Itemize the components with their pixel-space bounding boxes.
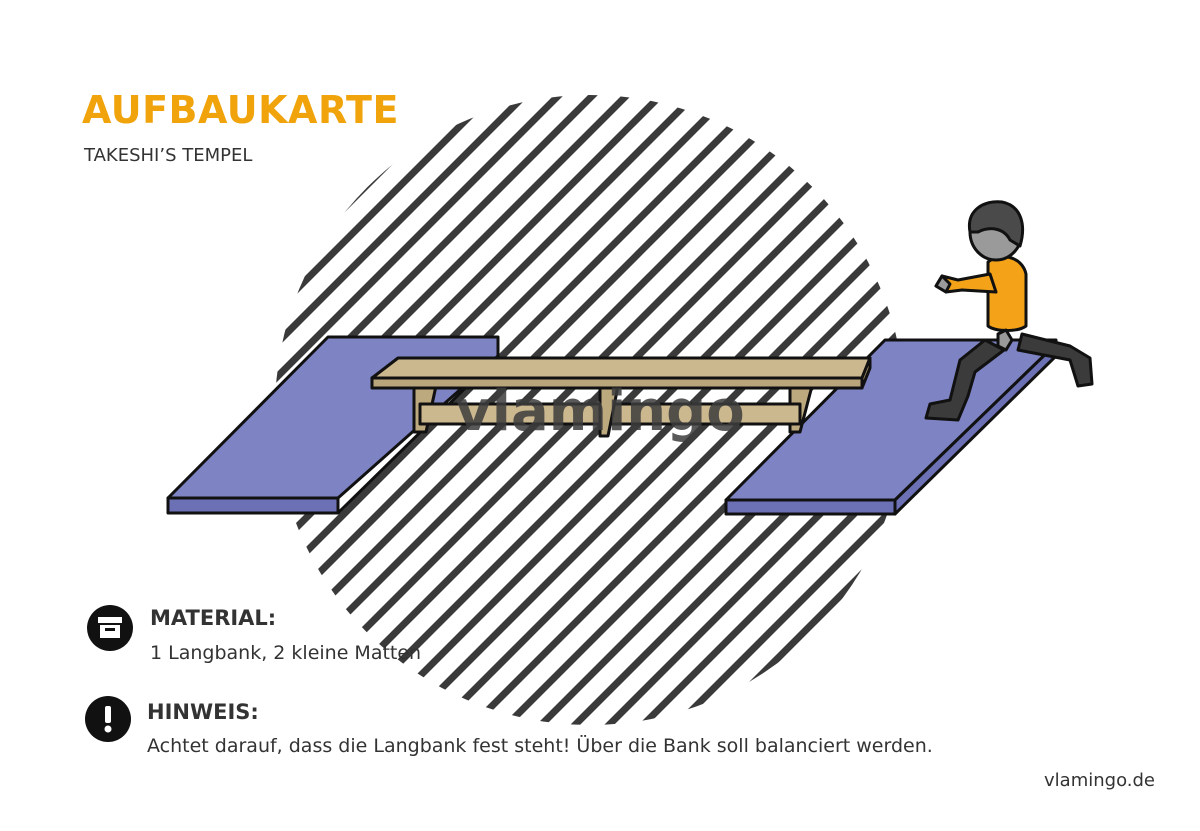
hatch-stripe — [1118, 60, 1200, 760]
hatch-stripe — [982, 60, 1200, 760]
exclamation-icon — [85, 696, 131, 742]
watermark-logo: vlamingo — [455, 379, 744, 444]
bench — [370, 356, 872, 438]
footer-website-link[interactable]: vlamingo.de — [1044, 770, 1155, 791]
page-title: AUFBAUKARTE — [82, 88, 399, 132]
hatch-stripe — [275, 95, 529, 725]
hatch-stripe — [1016, 60, 1200, 760]
hatch-stripe — [1084, 60, 1200, 760]
hatch-stripe — [275, 95, 563, 725]
hatch-stripe — [275, 95, 597, 725]
hatch-stripe — [571, 95, 905, 725]
hatch-stripe — [1152, 60, 1200, 760]
hatch-stripe — [1186, 60, 1200, 760]
hatch-stripe — [639, 95, 905, 725]
child-figure — [924, 200, 1094, 422]
hatch-stripe — [1050, 60, 1200, 760]
hatch-stripe — [673, 95, 905, 725]
hint-heading: HINWEIS: — [147, 700, 259, 724]
hatch-stripe — [605, 95, 905, 725]
material-text: 1 Langbank, 2 kleine Matten — [150, 642, 422, 664]
archive-box-icon — [87, 605, 133, 651]
hint-text: Achtet darauf, dass die Langbank fest st… — [147, 735, 933, 757]
page-subtitle: TAKESHI’S TEMPEL — [84, 145, 253, 166]
material-heading: MATERIAL: — [150, 606, 277, 630]
